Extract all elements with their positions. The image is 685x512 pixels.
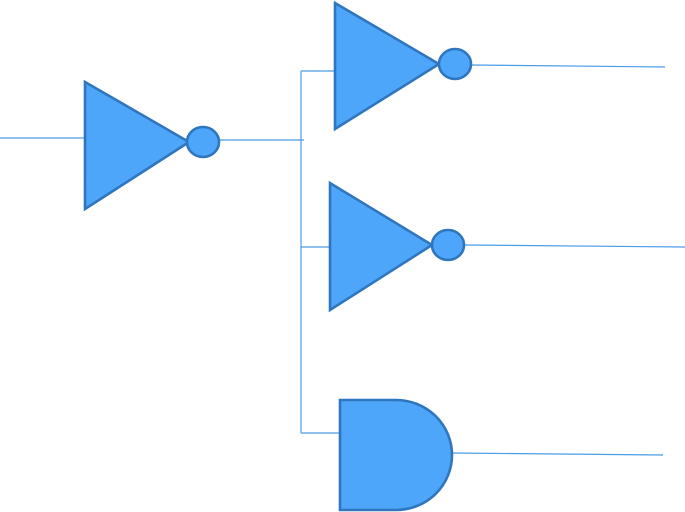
wires xyxy=(0,64,685,456)
inverter-1-bubble xyxy=(185,125,221,159)
inverter-3-output-wire xyxy=(464,244,685,248)
inverter-3-bubble xyxy=(430,228,466,262)
inverter-2-bubble xyxy=(437,47,473,81)
and-gate-1-output-wire xyxy=(451,452,664,456)
inverter-3-triangle xyxy=(328,180,435,313)
and-gate-1-body xyxy=(338,398,454,512)
inverter-1-triangle xyxy=(83,79,192,212)
inverter-1 xyxy=(83,79,221,212)
inverter-2-output-wire xyxy=(470,64,666,68)
inverter-2-triangle xyxy=(333,0,442,132)
inverter-3 xyxy=(328,180,466,313)
inverter-2 xyxy=(333,0,473,132)
and-gate-1 xyxy=(338,398,454,512)
